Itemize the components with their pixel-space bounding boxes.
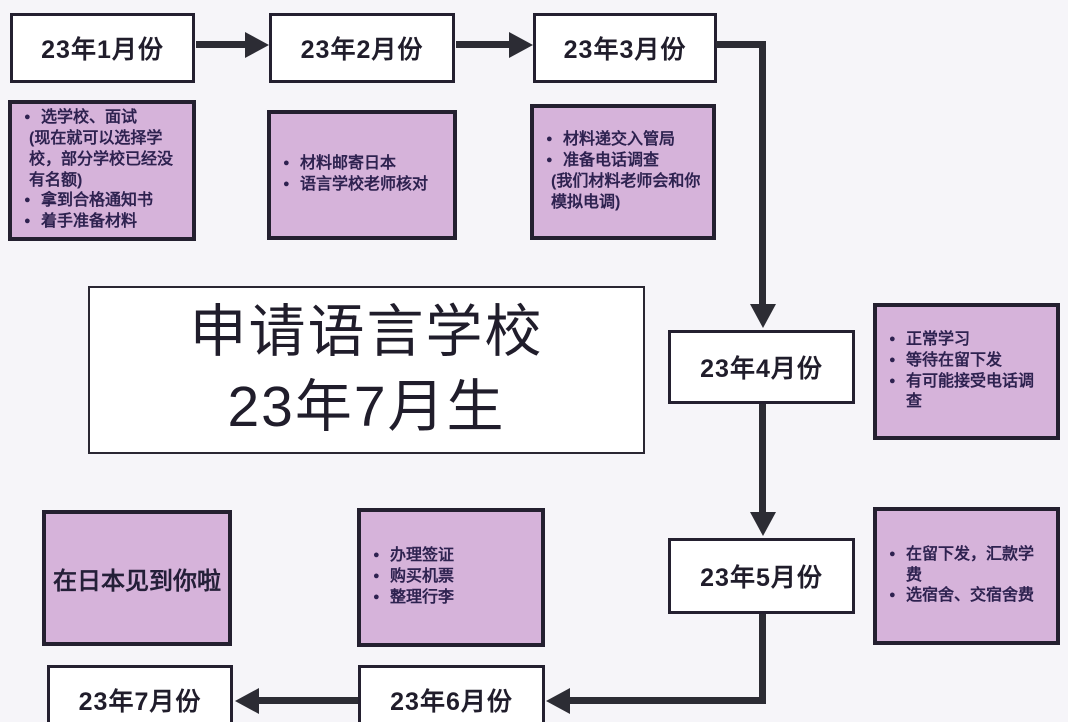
title-line-1: 申请语言学校 — [189, 299, 544, 364]
note-text: (现在就可以选择学校，部分学校已经没有名额) — [29, 129, 174, 189]
note-apr-line-3: ● 有可能接受电话调查 — [889, 372, 1046, 414]
note-jan-line-1: ● 选学校、面试 — [24, 108, 182, 129]
note-feb: ● 材料邮寄日本 ● 语言学校老师核对 — [267, 110, 457, 240]
flow-month-jan-label: 23年1月份 — [41, 36, 164, 64]
flow-month-jun-label: 23年6月份 — [390, 688, 513, 716]
note-mar: ● 材料递交入管局 ● 准备电话调查 (我们材料老师会和你模拟电调) — [530, 104, 716, 240]
note-text: 材料邮寄日本 — [300, 155, 397, 173]
arrow-may-jun-hline — [570, 697, 766, 704]
bullet-dot-icon: ● — [373, 570, 380, 583]
note-mar-line-3: (我们材料老师会和你模拟电调) — [546, 172, 702, 214]
arrow-jan-feb-line — [196, 41, 245, 48]
note-apr: ● 正常学习 ● 等待在留下发 ● 有可能接受电话调查 — [873, 303, 1060, 440]
arrow-apr-may-line — [759, 404, 766, 513]
bullet-dot-icon: ● — [889, 547, 896, 560]
arrival-label: 在日本见到你啦 — [53, 567, 221, 595]
flow-month-apr-label: 23年4月份 — [700, 355, 823, 383]
note-text: 正常学习 — [906, 330, 971, 348]
title-box: 申请语言学校 23年7月生 — [88, 286, 645, 454]
bullet-dot-icon: ● — [24, 194, 31, 207]
note-apr-line-2: ● 等待在留下发 — [889, 351, 1046, 372]
note-text: 等待在留下发 — [906, 351, 1003, 369]
arrow-may-jun-head-icon — [546, 688, 570, 714]
note-text: 有可能接受电话调查 — [906, 372, 1035, 411]
note-jun: ● 办理签证 ● 购买机票 ● 整理行李 — [357, 508, 545, 647]
arrow-may-jun-vline — [759, 614, 766, 704]
note-mar-line-1: ● 材料递交入管局 — [546, 130, 702, 151]
note-jan-line-3: ● 拿到合格通知书 — [24, 191, 182, 212]
bullet-dot-icon: ● — [546, 154, 553, 167]
note-apr-line-1: ● 正常学习 — [889, 330, 1046, 351]
flow-month-feb: 23年2月份 — [269, 13, 455, 83]
bullet-dot-icon: ● — [889, 332, 896, 345]
note-text: 拿到合格通知书 — [41, 192, 154, 210]
title-line-2: 23年7月生 — [227, 375, 506, 439]
note-text: 在留下发，汇款学费 — [906, 545, 1035, 584]
note-jan: ● 选学校、面试 (现在就可以选择学校，部分学校已经没有名额) ● 拿到合格通知… — [8, 100, 196, 241]
bullet-dot-icon: ● — [283, 178, 290, 190]
bullet-dot-icon: ● — [373, 549, 380, 562]
bullet-dot-icon: ● — [283, 157, 290, 170]
arrow-mar-apr-hline — [716, 41, 766, 48]
bullet-dot-icon: ● — [24, 111, 31, 124]
note-text: (我们材料老师会和你模拟电调) — [551, 173, 701, 211]
flow-month-jun: 23年6月份 — [358, 665, 545, 722]
note-text: 着手准备材料 — [41, 213, 138, 231]
flow-month-may: 23年5月份 — [668, 538, 855, 614]
note-jun-line-1: ● 办理签证 — [373, 546, 531, 567]
arrow-mar-apr-vline — [759, 41, 766, 306]
bullet-dot-icon: ● — [889, 589, 896, 602]
note-jan-line-2: (现在就可以选择学校，部分学校已经没有名额) — [24, 129, 182, 191]
arrow-jun-jul-line — [259, 697, 358, 704]
arrow-jun-jul-head-icon — [235, 688, 259, 714]
note-text: 整理行李 — [390, 588, 455, 606]
note-text: 语言学校老师核对 — [300, 176, 429, 193]
note-text: 办理签证 — [390, 547, 455, 565]
flow-month-feb-label: 23年2月份 — [300, 36, 424, 64]
note-text: 购买机票 — [390, 568, 455, 586]
note-may-line-1: ● 在留下发，汇款学费 — [889, 545, 1046, 587]
note-text: 选宿舍、交宿舍费 — [906, 587, 1035, 605]
flow-month-apr: 23年4月份 — [668, 330, 855, 404]
arrow-jan-feb-head-icon — [245, 32, 269, 58]
note-may-line-2: ● 选宿舍、交宿舍费 — [889, 586, 1046, 607]
note-jun-line-3: ● 整理行李 — [373, 588, 531, 609]
bullet-dot-icon: ● — [889, 353, 896, 366]
arrow-feb-mar-head-icon — [509, 32, 533, 58]
arrival-box: 在日本见到你啦 — [42, 510, 232, 646]
note-jun-line-2: ● 购买机票 — [373, 567, 531, 588]
note-text: 选学校、面试 — [41, 109, 138, 127]
bullet-dot-icon: ● — [546, 133, 553, 146]
flow-month-jan: 23年1月份 — [10, 13, 195, 83]
note-text: 准备电话调查 — [563, 152, 660, 170]
arrow-apr-may-head-icon — [750, 512, 776, 536]
arrow-feb-mar-line — [456, 41, 509, 48]
note-mar-line-2: ● 准备电话调查 — [546, 151, 702, 172]
note-feb-line-1: ● 材料邮寄日本 — [283, 154, 443, 175]
bullet-dot-icon: ● — [24, 215, 31, 228]
flow-month-jul-label: 23年7月份 — [78, 688, 202, 716]
flow-month-mar: 23年3月份 — [533, 13, 717, 83]
note-text: 材料递交入管局 — [563, 131, 676, 149]
note-jan-line-4: ● 着手准备材料 — [24, 212, 182, 233]
note-may: ● 在留下发，汇款学费 ● 选宿舍、交宿舍费 — [873, 507, 1060, 645]
flow-month-may-label: 23年5月份 — [700, 564, 823, 592]
flow-month-jul: 23年7月份 — [47, 665, 233, 722]
flow-month-mar-label: 23年3月份 — [563, 36, 687, 64]
note-feb-line-2: ● 语言学校老师核对 — [283, 175, 443, 196]
bullet-dot-icon: ● — [889, 374, 896, 387]
arrow-mar-apr-head-icon — [750, 304, 776, 328]
bullet-dot-icon: ● — [373, 590, 380, 603]
